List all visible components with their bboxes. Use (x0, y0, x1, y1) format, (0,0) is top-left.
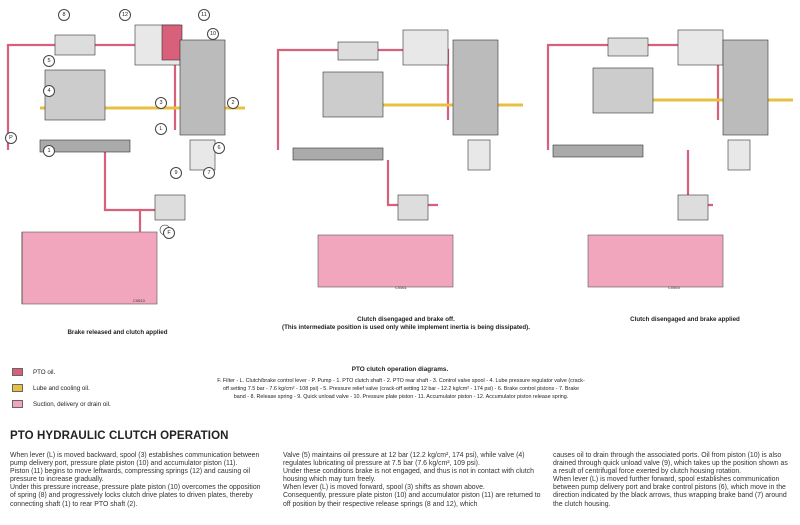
callout-label: 12 (119, 9, 131, 21)
diagram-clutch-disengaged-brake-applied (546, 29, 793, 288)
callout-label: 3 (155, 97, 167, 109)
callout-label: 2 (227, 97, 239, 109)
operation-title: PTO clutch operation diagrams. (351, 366, 449, 373)
callout-label: 4 (43, 85, 55, 97)
legend-item: Lube and cooling oil. (12, 384, 90, 392)
callout-label: 5 (43, 55, 55, 67)
caption-diagram-3: Clutch disengaged and brake applied (630, 316, 740, 323)
callout-label: L (155, 123, 167, 135)
operation-description: F. Filter - L. Clutch/brake control leve… (217, 378, 585, 400)
diagram-code: C0563 (668, 285, 680, 290)
callout-label: 6 (213, 142, 225, 154)
diagram-clutch-disengaged-brake-off (276, 29, 523, 288)
diagram-brake-released-clutch-applied (6, 24, 245, 305)
section-heading: PTO HYDRAULIC CLUTCH OPERATION (10, 430, 229, 442)
legend-item: PTO oil. (12, 368, 55, 376)
text-column-1: When lever (L) is moved backward, spool … (10, 452, 261, 508)
caption-diagram-2: Clutch disengaged and brake off. (This i… (282, 316, 530, 331)
callout-label: 8 (58, 9, 70, 21)
callout-label: 11 (198, 9, 210, 21)
callout-label: 9 (170, 167, 182, 179)
callout-label: 10 (207, 28, 219, 40)
legend-swatch (12, 384, 23, 392)
callout-label: 1 (43, 145, 55, 157)
callout-label: P (5, 132, 17, 144)
diagram-code: C0610 (133, 298, 145, 303)
caption-diagram-1: Brake released and clutch applied (67, 329, 168, 336)
legend-swatch (12, 400, 23, 408)
callout-label: 7 (203, 167, 215, 179)
legend-swatch (12, 368, 23, 376)
callout-label: F (163, 227, 175, 239)
diagram-code: C0561 (395, 285, 407, 290)
text-column-2: Valve (5) maintains oil pressure at 12 b… (283, 452, 541, 508)
text-column-3: causes oil to drain through the associat… (553, 452, 788, 508)
legend-item: Suction, delivery or drain oil. (12, 400, 111, 408)
